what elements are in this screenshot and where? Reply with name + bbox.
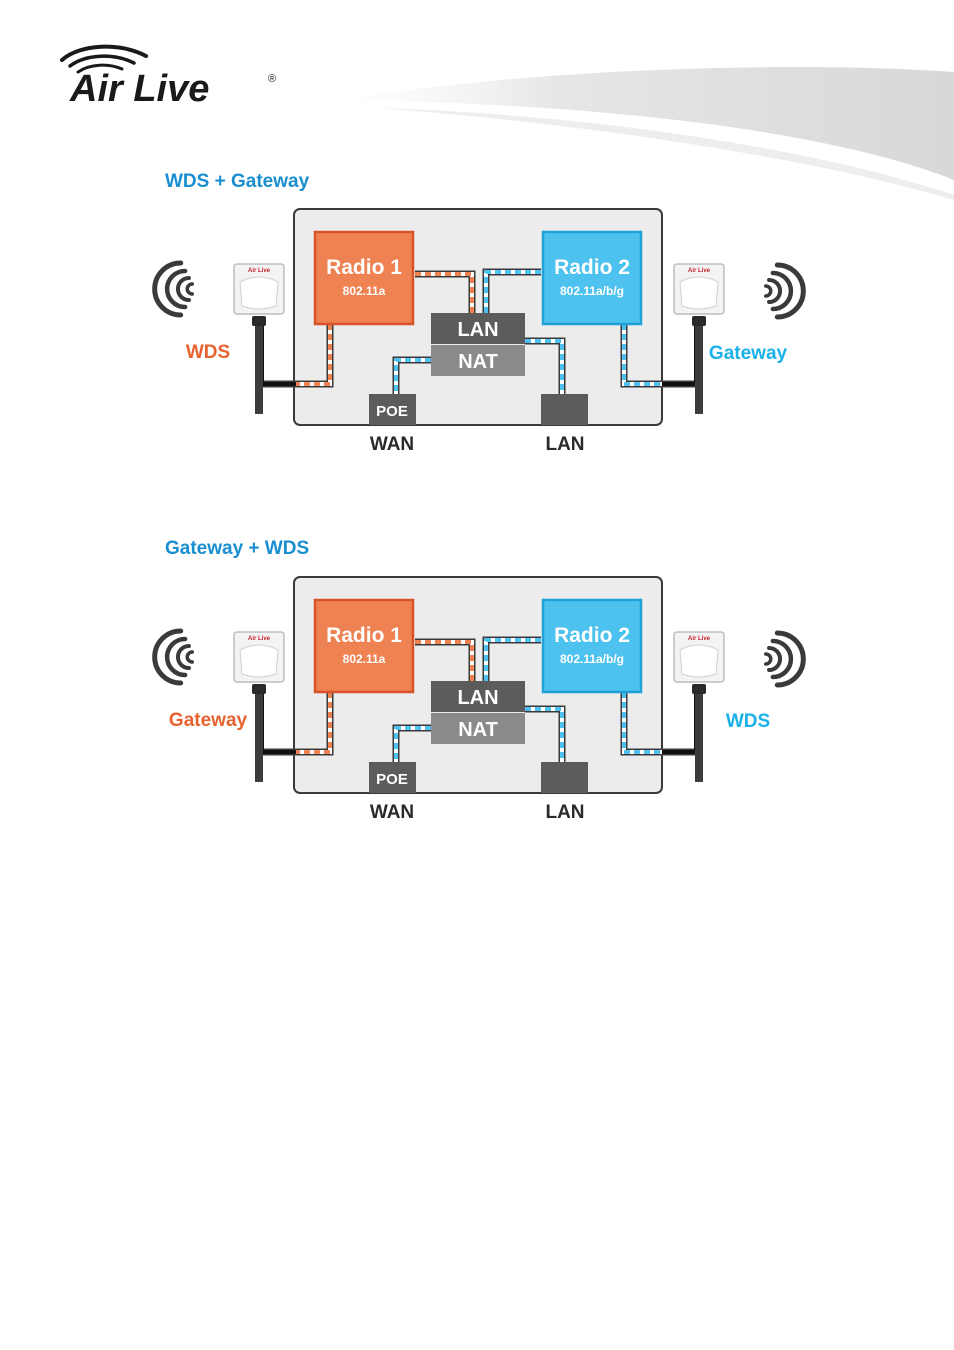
antenna-pole: [255, 686, 263, 782]
right-antenna-label: WDS: [726, 711, 770, 732]
lan-label: LAN: [545, 802, 584, 823]
left-antenna: Air Live: [234, 632, 284, 782]
radio2-label: Radio 2: [554, 624, 630, 647]
radio1-standard: 802.11a: [343, 284, 386, 298]
antenna-pole: [695, 686, 703, 782]
right-signal-waves-icon: [766, 633, 804, 685]
nat-block-label: NAT: [458, 719, 498, 741]
antenna-pole: [255, 318, 263, 414]
radio2-label: Radio 2: [554, 256, 630, 279]
right-antenna: Air Live: [674, 264, 724, 414]
right-signal-waves-icon: [766, 265, 804, 317]
wan-label: WAN: [370, 802, 414, 823]
antenna-pole: [695, 318, 703, 414]
antenna-brand: Air Live: [688, 636, 711, 642]
left-antenna-label: Gateway: [169, 710, 248, 731]
antenna-connector: [252, 684, 266, 694]
radio1-label: Radio 1: [326, 256, 402, 279]
logo-registered-mark: ®: [268, 73, 276, 85]
left-signal-waves-icon: [155, 631, 193, 683]
lan-port: [541, 394, 588, 425]
lan-block-label: LAN: [457, 319, 498, 341]
antenna-connector: [252, 316, 266, 326]
left-antenna: Air Live: [234, 264, 284, 414]
poe-port-label: POE: [376, 403, 408, 420]
header-swoosh: [340, 67, 954, 200]
right-antenna-label: Gateway: [709, 343, 788, 364]
left-signal-waves-icon: [155, 263, 193, 315]
diagram-title: Gateway + WDS: [165, 538, 309, 560]
radio1-label: Radio 1: [326, 624, 402, 647]
diagram-title: WDS + Gateway: [165, 171, 309, 193]
antenna-dome: [240, 277, 278, 309]
left-antenna-label: WDS: [186, 342, 230, 363]
antenna-dome: [240, 645, 278, 677]
antenna-brand: Air Live: [248, 636, 271, 642]
right-antenna: Air Live: [674, 632, 724, 782]
airlive-logo: Air Live ®: [62, 47, 276, 110]
antenna-dome: [680, 645, 718, 677]
radio1-standard: 802.11a: [343, 652, 386, 666]
nat-block-label: NAT: [458, 351, 498, 373]
radio2-standard: 802.11a/b/g: [560, 284, 624, 298]
page-header: Air Live ®: [0, 0, 954, 200]
lan-label: LAN: [545, 434, 584, 455]
antenna-brand: Air Live: [248, 268, 271, 274]
wan-label: WAN: [370, 434, 414, 455]
radio2-standard: 802.11a/b/g: [560, 652, 624, 666]
logo-text: Air Live: [69, 68, 209, 110]
antenna-connector: [692, 684, 706, 694]
antenna-dome: [680, 277, 718, 309]
poe-port-label: POE: [376, 771, 408, 788]
lan-block-label: LAN: [457, 687, 498, 709]
antenna-brand: Air Live: [688, 268, 711, 274]
antenna-connector: [692, 316, 706, 326]
lan-port: [541, 762, 588, 793]
